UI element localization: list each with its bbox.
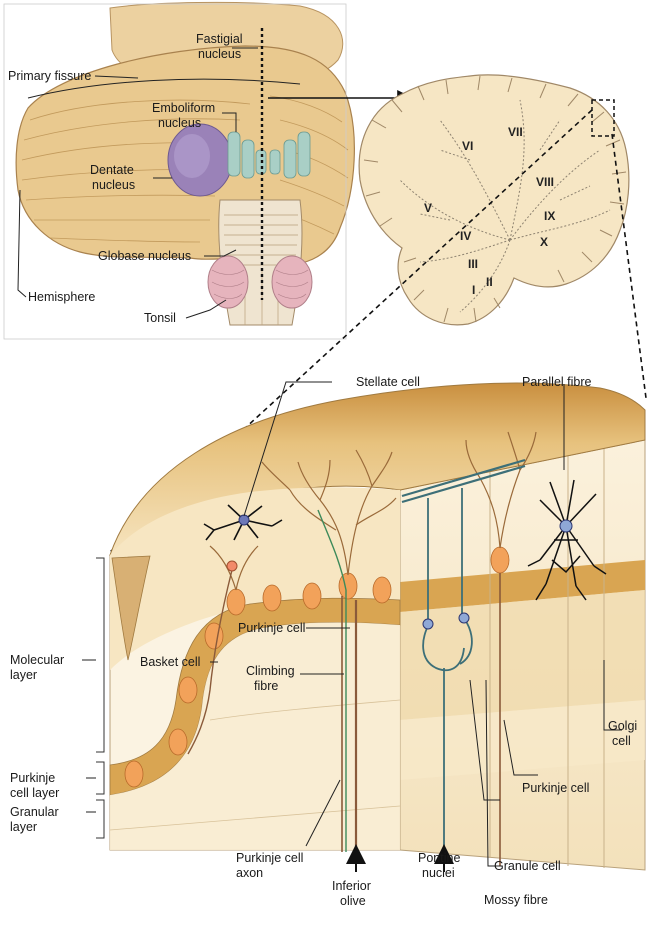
lobule-label-v: V — [424, 201, 432, 215]
lobule-label-ii: II — [486, 275, 493, 289]
cortex-block: Stellate cell Parallel fibre Purkinje ce… — [10, 375, 645, 908]
label-golgi-2: cell — [612, 734, 631, 748]
label-tonsil: Tonsil — [144, 311, 176, 325]
lobule-label-vi: VI — [462, 139, 473, 153]
tonsil-right-shape — [272, 256, 312, 308]
label-granular-1: Granular — [10, 805, 59, 819]
label-purkinje-layer-2: cell layer — [10, 786, 59, 800]
label-pontine-1: Pontine — [418, 851, 460, 865]
label-globose-nucleus: Globase nucleus — [98, 249, 191, 263]
label-molecular-2: layer — [10, 668, 37, 682]
label-dentate-1: Dentate — [90, 163, 134, 177]
label-granule-cell: Granule cell — [494, 859, 561, 873]
label-climbing-1: Climbing — [246, 664, 295, 678]
label-dentate-2: nucleus — [92, 178, 135, 192]
label-purkinje-cell-right: Purkinje cell — [522, 781, 589, 795]
label-mossy-fibre: Mossy fibre — [484, 893, 548, 907]
label-hemisphere: Hemisphere — [28, 290, 95, 304]
label-parallel-fibre: Parallel fibre — [522, 375, 592, 389]
label-purkinje-axon-1: Purkinje cell — [236, 851, 303, 865]
tonsil-left-shape — [208, 256, 248, 308]
label-emboliform-2: nucleus — [158, 116, 201, 130]
layer-brackets — [96, 558, 104, 838]
cerebellum-gross-view: Fastigial nucleus Primary fissure Emboli… — [4, 2, 354, 339]
label-purkinje-layer-1: Purkinje — [10, 771, 55, 785]
label-primary-fissure: Primary fissure — [8, 69, 91, 83]
label-fastigial-1: Fastigial — [196, 32, 243, 46]
label-purkinje-cell-mid: Purkinje cell — [238, 621, 305, 635]
label-inferior-olive-1: Inferior — [332, 879, 371, 893]
lobule-label-iii: III — [468, 257, 478, 271]
lobule-label-iv: IV — [460, 229, 471, 243]
label-inferior-olive-2: olive — [340, 894, 366, 908]
label-molecular-1: Molecular — [10, 653, 64, 667]
label-purkinje-axon-2: axon — [236, 866, 263, 880]
label-granular-2: layer — [10, 820, 37, 834]
lobule-label-i: I — [472, 283, 475, 297]
lobule-label-vii: VII — [508, 125, 523, 139]
label-pontine-2: nuclei — [422, 866, 455, 880]
label-stellate-cell: Stellate cell — [356, 375, 420, 389]
label-emboliform-1: Emboliform — [152, 101, 215, 115]
label-basket-cell: Basket cell — [140, 655, 200, 669]
lobule-label-ix: IX — [544, 209, 555, 223]
label-golgi-1: Golgi — [608, 719, 637, 733]
lobule-label-viii: VIII — [536, 175, 554, 189]
label-fastigial-2: nucleus — [198, 47, 241, 61]
label-climbing-2: fibre — [254, 679, 278, 693]
lobule-label-x: X — [540, 235, 548, 249]
